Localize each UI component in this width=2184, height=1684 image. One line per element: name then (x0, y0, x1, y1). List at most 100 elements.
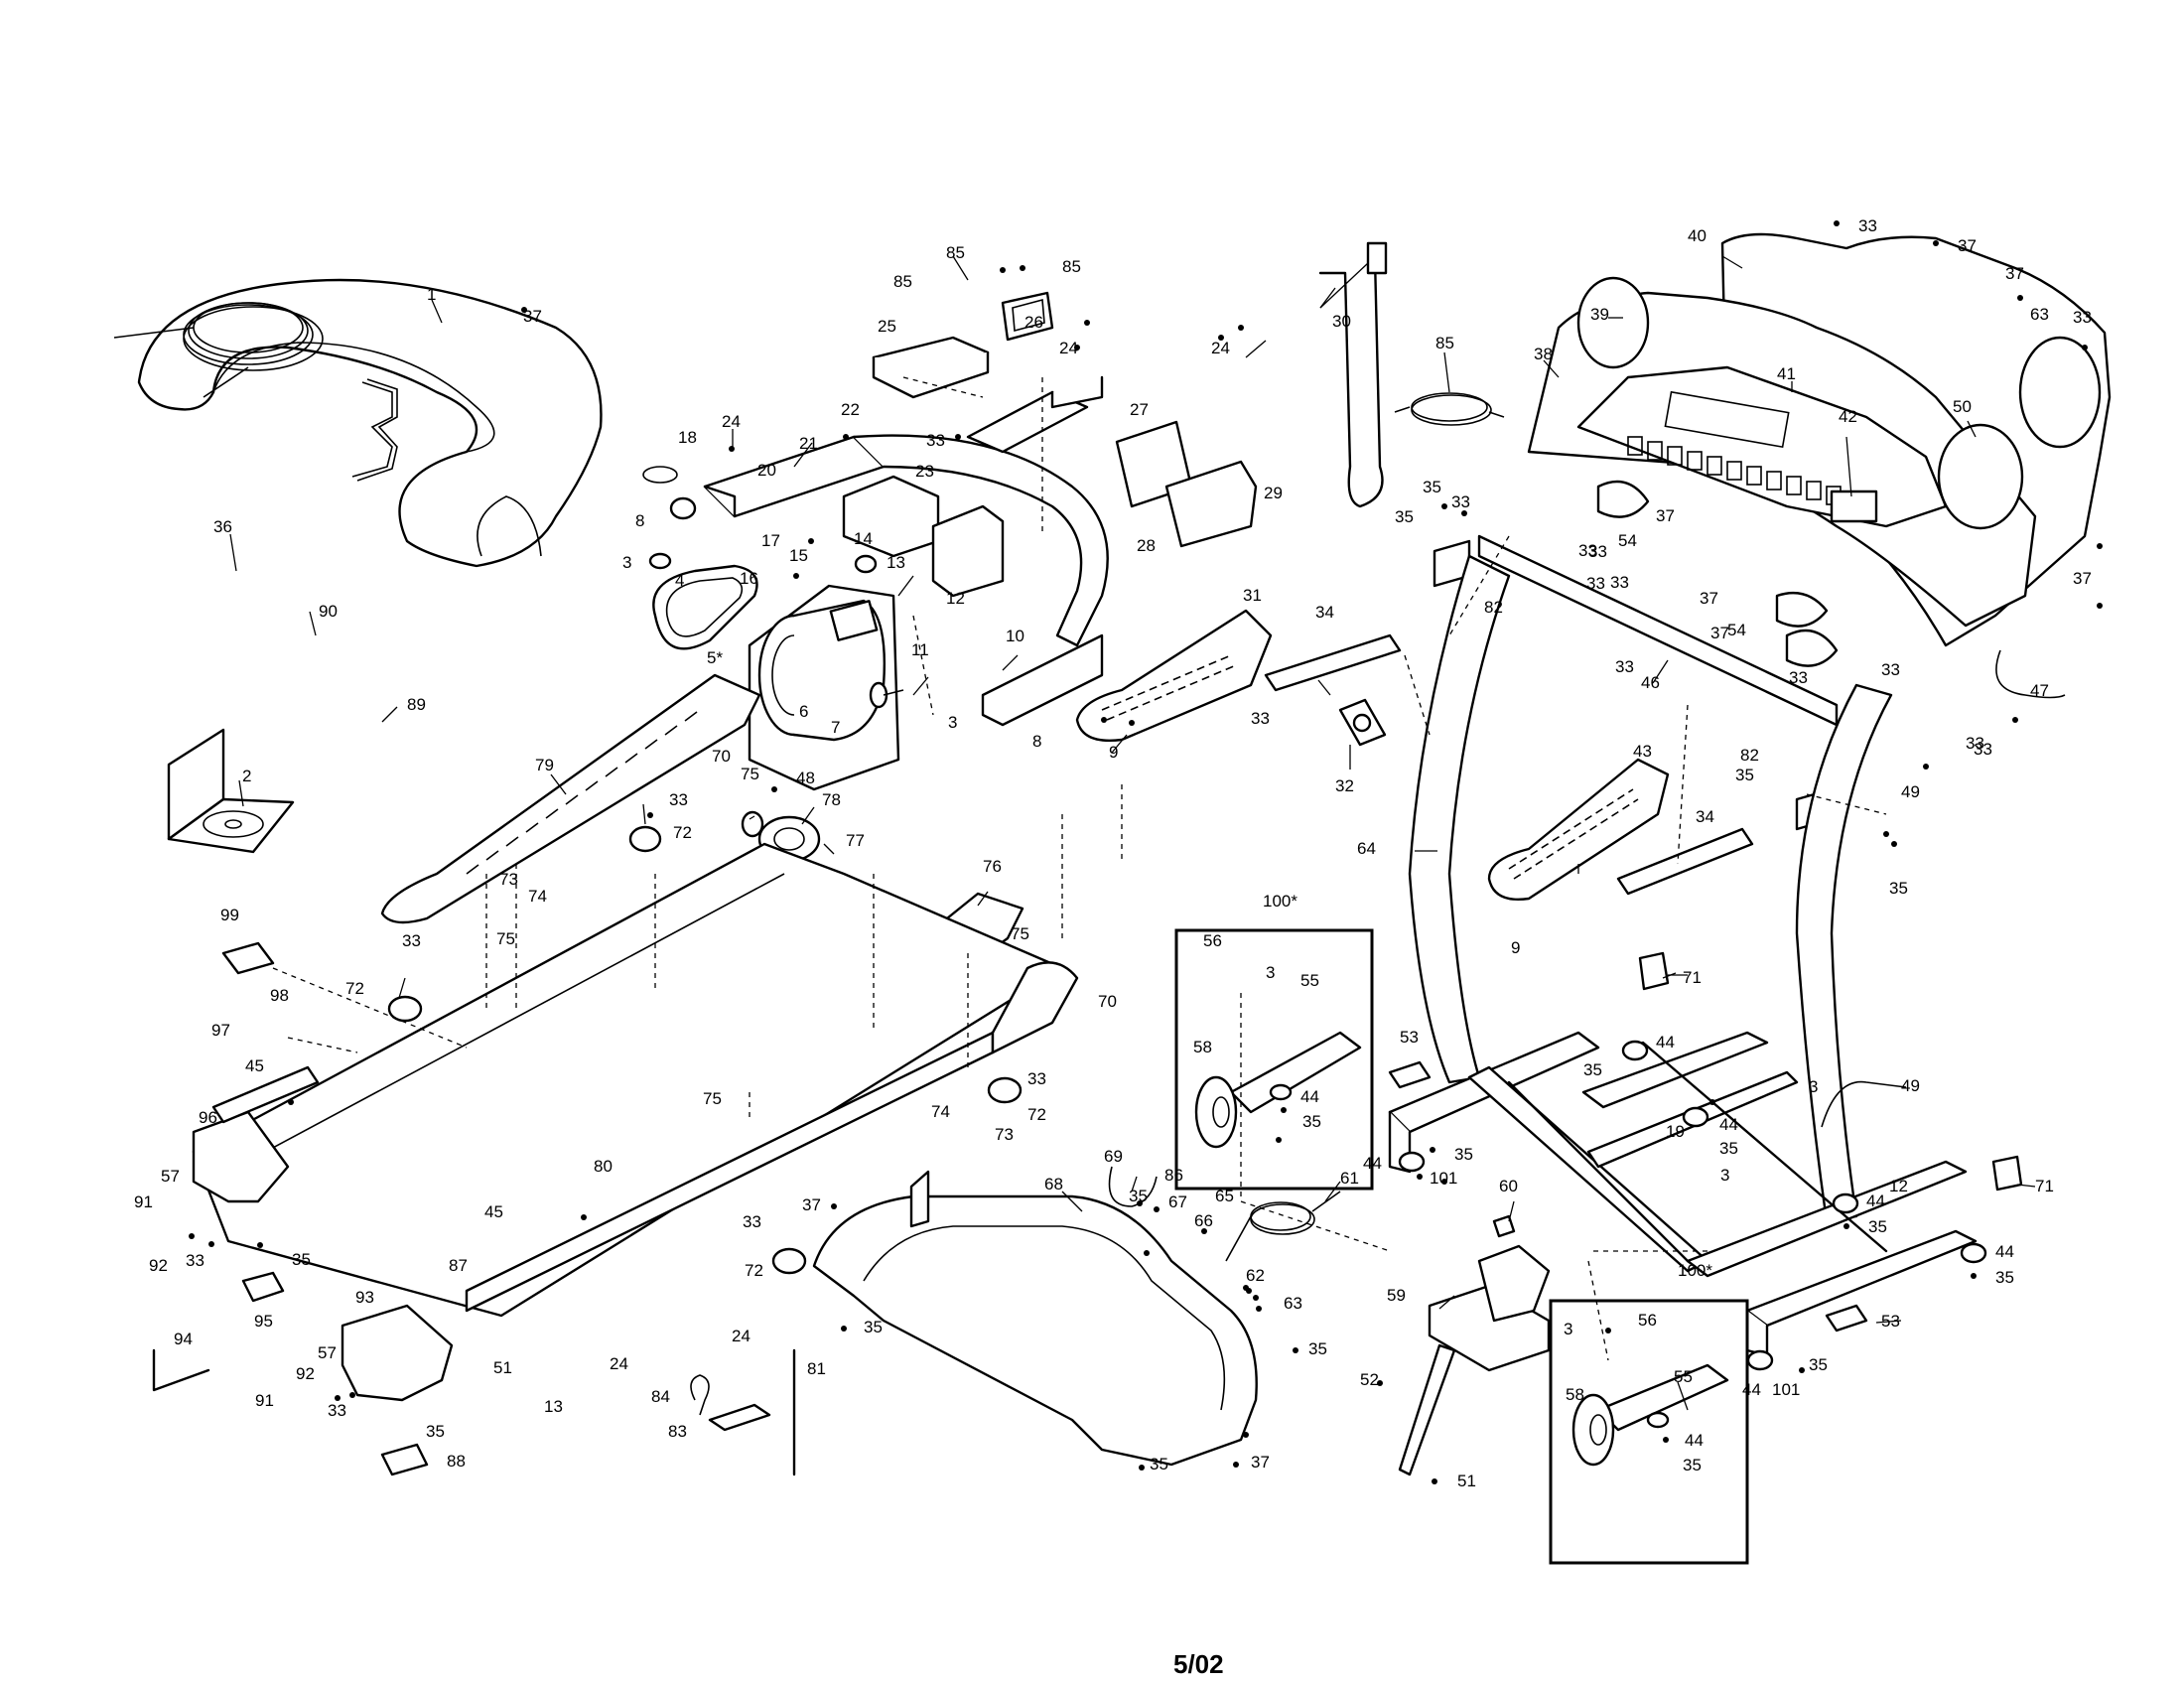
callout-label: 35 (1423, 478, 1441, 496)
callout-label: 37 (1656, 506, 1675, 525)
callout-label: 57 (161, 1167, 180, 1186)
callout-label: 37 (523, 307, 542, 326)
cable-coil-part (113, 302, 324, 398)
allen-wrench-part (152, 1348, 210, 1392)
callout-label: 8 (1032, 732, 1041, 751)
controller-mount-part (872, 291, 1054, 399)
callout-label: 3 (1720, 1166, 1729, 1185)
callout-label: 76 (983, 857, 1002, 876)
callout-label: 85 (946, 243, 965, 262)
callout-label: 55 (1300, 971, 1319, 990)
callout-label: 44 (1719, 1115, 1738, 1134)
callout-label: 24 (610, 1354, 628, 1373)
grip-strip-part (211, 1065, 320, 1124)
callout-label: 12 (1889, 1177, 1908, 1195)
callout-label: 44 (1685, 1431, 1704, 1450)
callout-label: 23 (915, 462, 934, 481)
safety-key-part (690, 1374, 710, 1416)
callout-label: 35 (1719, 1139, 1738, 1158)
callout-label: 94 (174, 1330, 193, 1348)
callout-label: 71 (1683, 968, 1702, 987)
callout-label: 71 (2035, 1177, 2054, 1195)
callout-label: 33 (926, 431, 945, 450)
callout-label: 70 (1098, 992, 1117, 1011)
foot-pad-part (1388, 1060, 1868, 1333)
callout-label: 33 (743, 1212, 761, 1231)
rear-hardware-part (642, 466, 697, 570)
drive-belt-part (652, 564, 758, 650)
callout-label: 17 (761, 531, 780, 550)
callout-label: 87 (449, 1256, 468, 1275)
callout-labels: 1 37 36 90 89 2 18 24 20 21 22 8 3 4 17 … (134, 216, 2092, 1490)
callout-label: 3 (1266, 963, 1275, 982)
callout-label: 44 (1742, 1380, 1761, 1399)
callout-label: 70 (712, 747, 731, 766)
callout-label: 33 (1789, 668, 1808, 687)
callout-label: 61 (1340, 1169, 1359, 1188)
clip-83-part (708, 1403, 771, 1432)
callout-label: 21 (799, 434, 818, 453)
callout-label: 20 (757, 461, 776, 480)
callout-label: 42 (1839, 407, 1857, 426)
callout-label: 33 (328, 1401, 346, 1420)
callout-label: 98 (270, 986, 289, 1005)
small-bracket-part (221, 941, 429, 1476)
callout-label: 83 (668, 1422, 687, 1441)
callout-label: 85 (1435, 334, 1454, 352)
callout-label: 48 (796, 769, 815, 787)
callout-label: 35 (1454, 1145, 1473, 1164)
callout-label: 78 (822, 790, 841, 809)
mounting-plate-part (966, 375, 1258, 548)
callout-label: 33 (1588, 542, 1607, 561)
callout-label: 95 (254, 1312, 273, 1331)
callout-label: 22 (841, 400, 860, 419)
rear-endcap-right-part (341, 1304, 454, 1402)
wheel-assembly-box-left (1174, 928, 1374, 1191)
callout-label: 35 (1308, 1339, 1327, 1358)
callout-label: 44 (1866, 1192, 1885, 1210)
callout-label: 84 (651, 1387, 670, 1406)
strap-part (1318, 241, 1388, 508)
callout-label: 72 (673, 823, 692, 842)
callout-label: 69 (1104, 1147, 1123, 1166)
callout-label: 34 (1315, 603, 1334, 622)
callout-label: 58 (1193, 1038, 1212, 1056)
rod-part (1264, 633, 1754, 896)
callout-label: 37 (1710, 624, 1729, 642)
callout-label: 24 (1059, 339, 1078, 357)
isolator-part (387, 825, 1023, 1275)
callout-label: 33 (669, 790, 688, 809)
callout-label: 35 (426, 1422, 445, 1441)
callout-label: 24 (732, 1327, 751, 1345)
callout-label: 37 (2073, 569, 2092, 588)
callout-label: 43 (1633, 742, 1652, 761)
callout-label: 33 (402, 931, 421, 950)
callout-label: 85 (893, 272, 912, 291)
callout-label: 3 (1809, 1077, 1818, 1096)
callout-label: 28 (1137, 536, 1156, 555)
callout-label: 40 (1688, 226, 1706, 245)
upright-base-frame-part (1388, 554, 1978, 1357)
callout-label: 8 (635, 511, 644, 530)
callout-label: 79 (535, 756, 554, 774)
callout-label: 3 (948, 713, 957, 732)
lift-bracket-part (1338, 698, 1387, 747)
callout-label: 37 (1700, 589, 1718, 608)
callout-label: 1 (427, 285, 436, 304)
callout-label: 101 (1430, 1169, 1457, 1188)
callout-label: 55 (1674, 1367, 1693, 1386)
callout-label: 35 (864, 1318, 883, 1336)
callout-label: 13 (887, 553, 905, 572)
callout-label: 35 (1868, 1217, 1887, 1236)
callout-leaders (229, 255, 2036, 1411)
callout-label: 26 (1024, 313, 1043, 332)
callout-label: 82 (1740, 746, 1759, 765)
callout-label: 33 (1027, 1069, 1046, 1088)
callout-label: 65 (1215, 1187, 1234, 1205)
callout-label: 63 (2030, 305, 2049, 324)
callout-label: 41 (1777, 364, 1796, 383)
leveling-foot-part (1398, 1040, 1987, 1371)
callout-label: 35 (1302, 1112, 1321, 1131)
callout-label: 85 (1062, 257, 1081, 276)
callout-label: 25 (878, 317, 896, 336)
